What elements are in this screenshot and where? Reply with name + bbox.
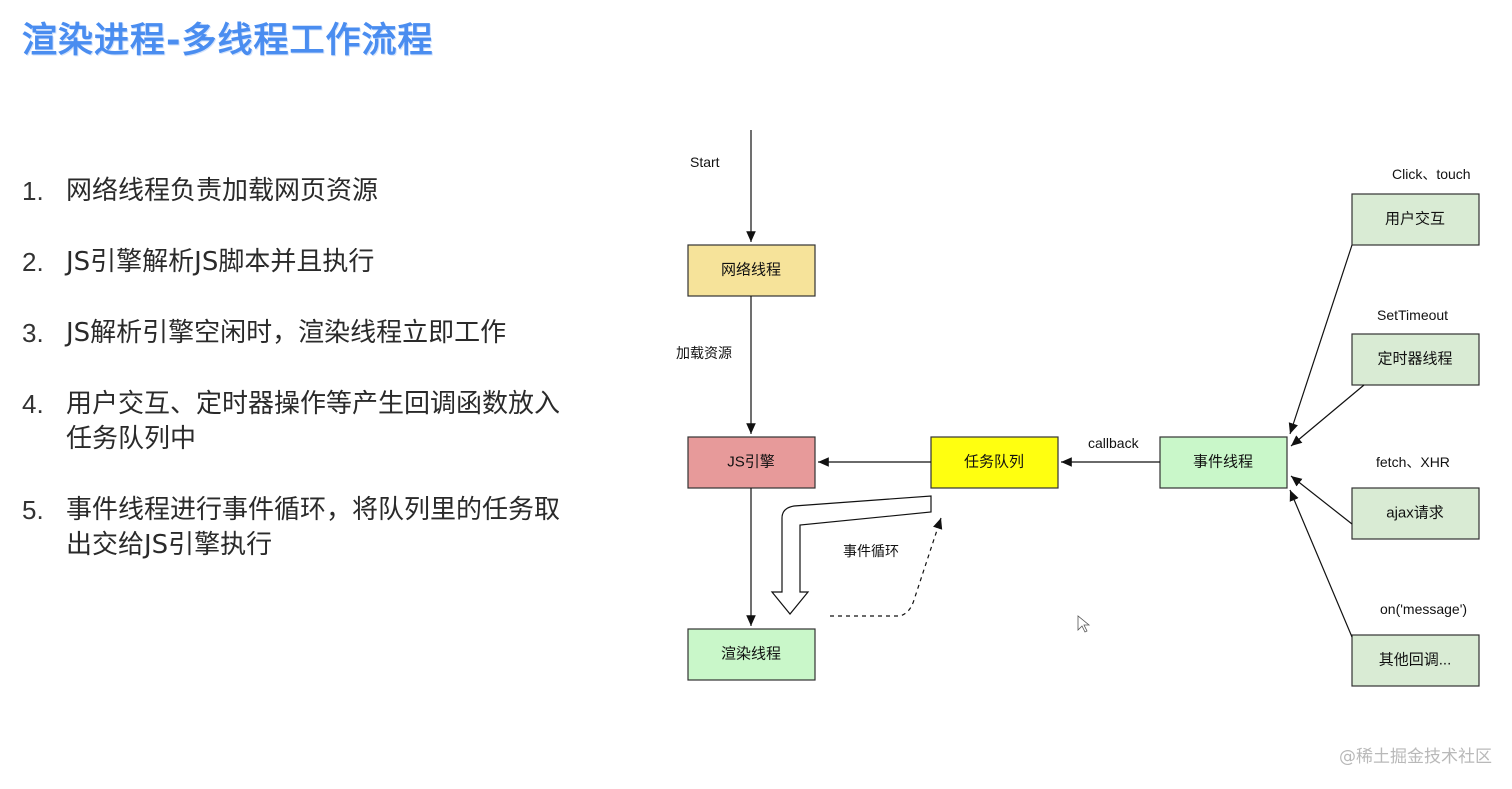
list-item: 1. 网络线程负责加载网页资源 <box>22 174 582 209</box>
fetch-xhr-label: fetch、XHR <box>1376 454 1450 470</box>
set-timeout-label: SetTimeout <box>1377 307 1448 323</box>
page-title: 渲染进程-多线程工作流程 <box>22 21 434 61</box>
ajax-request-label: ajax请求 <box>1386 505 1444 522</box>
user-interaction-node: 用户交互 <box>1351 193 1480 246</box>
step-number: 4. <box>22 389 44 419</box>
timer-thread-label: 定时器线程 <box>1377 351 1452 368</box>
ajax-request-box <box>1351 487 1480 540</box>
step-number: 1. <box>22 176 44 206</box>
step-number: 5. <box>22 495 44 525</box>
user-interaction-label: 用户交互 <box>1385 210 1445 228</box>
render-thread-box <box>687 628 816 681</box>
step-number: 2. <box>22 247 44 277</box>
other-callbacks-box <box>1351 634 1480 687</box>
other-to-event-arrow <box>1289 489 1353 638</box>
click-touch-label: Click、touch <box>1392 166 1471 182</box>
ajax-to-event-arrow <box>1290 475 1353 525</box>
event-thread-node: 事件线程 <box>1159 436 1288 489</box>
task-queue-node: 任务队列 <box>930 436 1059 489</box>
on-message-label: on('message') <box>1380 601 1467 617</box>
render-thread-label: 渲染线程 <box>721 646 781 663</box>
render-thread-node: 渲染线程 <box>687 628 816 681</box>
step-text: JS引擎解析JS脚本并且执行 <box>66 247 375 277</box>
network-thread-box <box>687 244 816 297</box>
user-to-event-arrow <box>1288 244 1353 435</box>
list-item: 2. JS引擎解析JS脚本并且执行 <box>22 245 582 280</box>
js-engine-node: JS引擎 <box>687 436 816 489</box>
list-item: 3. JS解析引擎空闲时，渲染线程立即工作 <box>22 316 582 351</box>
watermark-footer: @稀土掘金技术社区 <box>1339 747 1492 767</box>
task-queue-label: 任务队列 <box>964 454 1024 471</box>
list-item: 4. 用户交互、定时器操作等产生回调函数放入任务队列中 <box>22 387 582 457</box>
network-thread-label: 网络线程 <box>721 262 781 279</box>
load-resources-label: 加载资源 <box>676 345 732 361</box>
ajax-request-node: ajax请求 <box>1351 487 1480 540</box>
other-callbacks-label: 其他回调... <box>1379 652 1452 669</box>
event-thread-box <box>1159 436 1288 489</box>
js-engine-box <box>687 436 816 489</box>
steps-list: 1. 网络线程负责加载网页资源 2. JS引擎解析JS脚本并且执行 3. JS解… <box>22 174 582 599</box>
task-queue-box <box>930 436 1059 489</box>
other-callbacks-node: 其他回调... <box>1351 634 1480 687</box>
event-loop-dashed-arrow <box>830 517 943 617</box>
event-thread-label: 事件线程 <box>1193 454 1253 471</box>
step-text: 网络线程负责加载网页资源 <box>66 176 379 206</box>
start-label: Start <box>690 154 720 170</box>
user-interaction-box <box>1351 193 1480 246</box>
step-text: 用户交互、定时器操作等产生回调函数放入任务队列中 <box>66 389 561 454</box>
step-number: 3. <box>22 318 44 348</box>
event-loop-label: 事件循环 <box>843 543 899 559</box>
network-thread-node: 网络线程 <box>687 244 816 297</box>
step-text: 事件线程进行事件循环，将队列里的任务取出交给JS引擎执行 <box>66 495 561 560</box>
timer-thread-box <box>1351 333 1480 386</box>
callback-label: callback <box>1088 435 1140 451</box>
mouse-cursor-icon <box>1077 615 1091 633</box>
list-item: 5. 事件线程进行事件循环，将队列里的任务取出交给JS引擎执行 <box>22 493 582 563</box>
step-text: JS解析引擎空闲时，渲染线程立即工作 <box>66 318 507 348</box>
js-engine-label: JS引擎 <box>727 454 775 471</box>
timer-to-event-arrow <box>1290 384 1365 447</box>
timer-thread-node: 定时器线程 <box>1351 333 1480 386</box>
event-loop-hollow-arrow <box>770 495 932 615</box>
